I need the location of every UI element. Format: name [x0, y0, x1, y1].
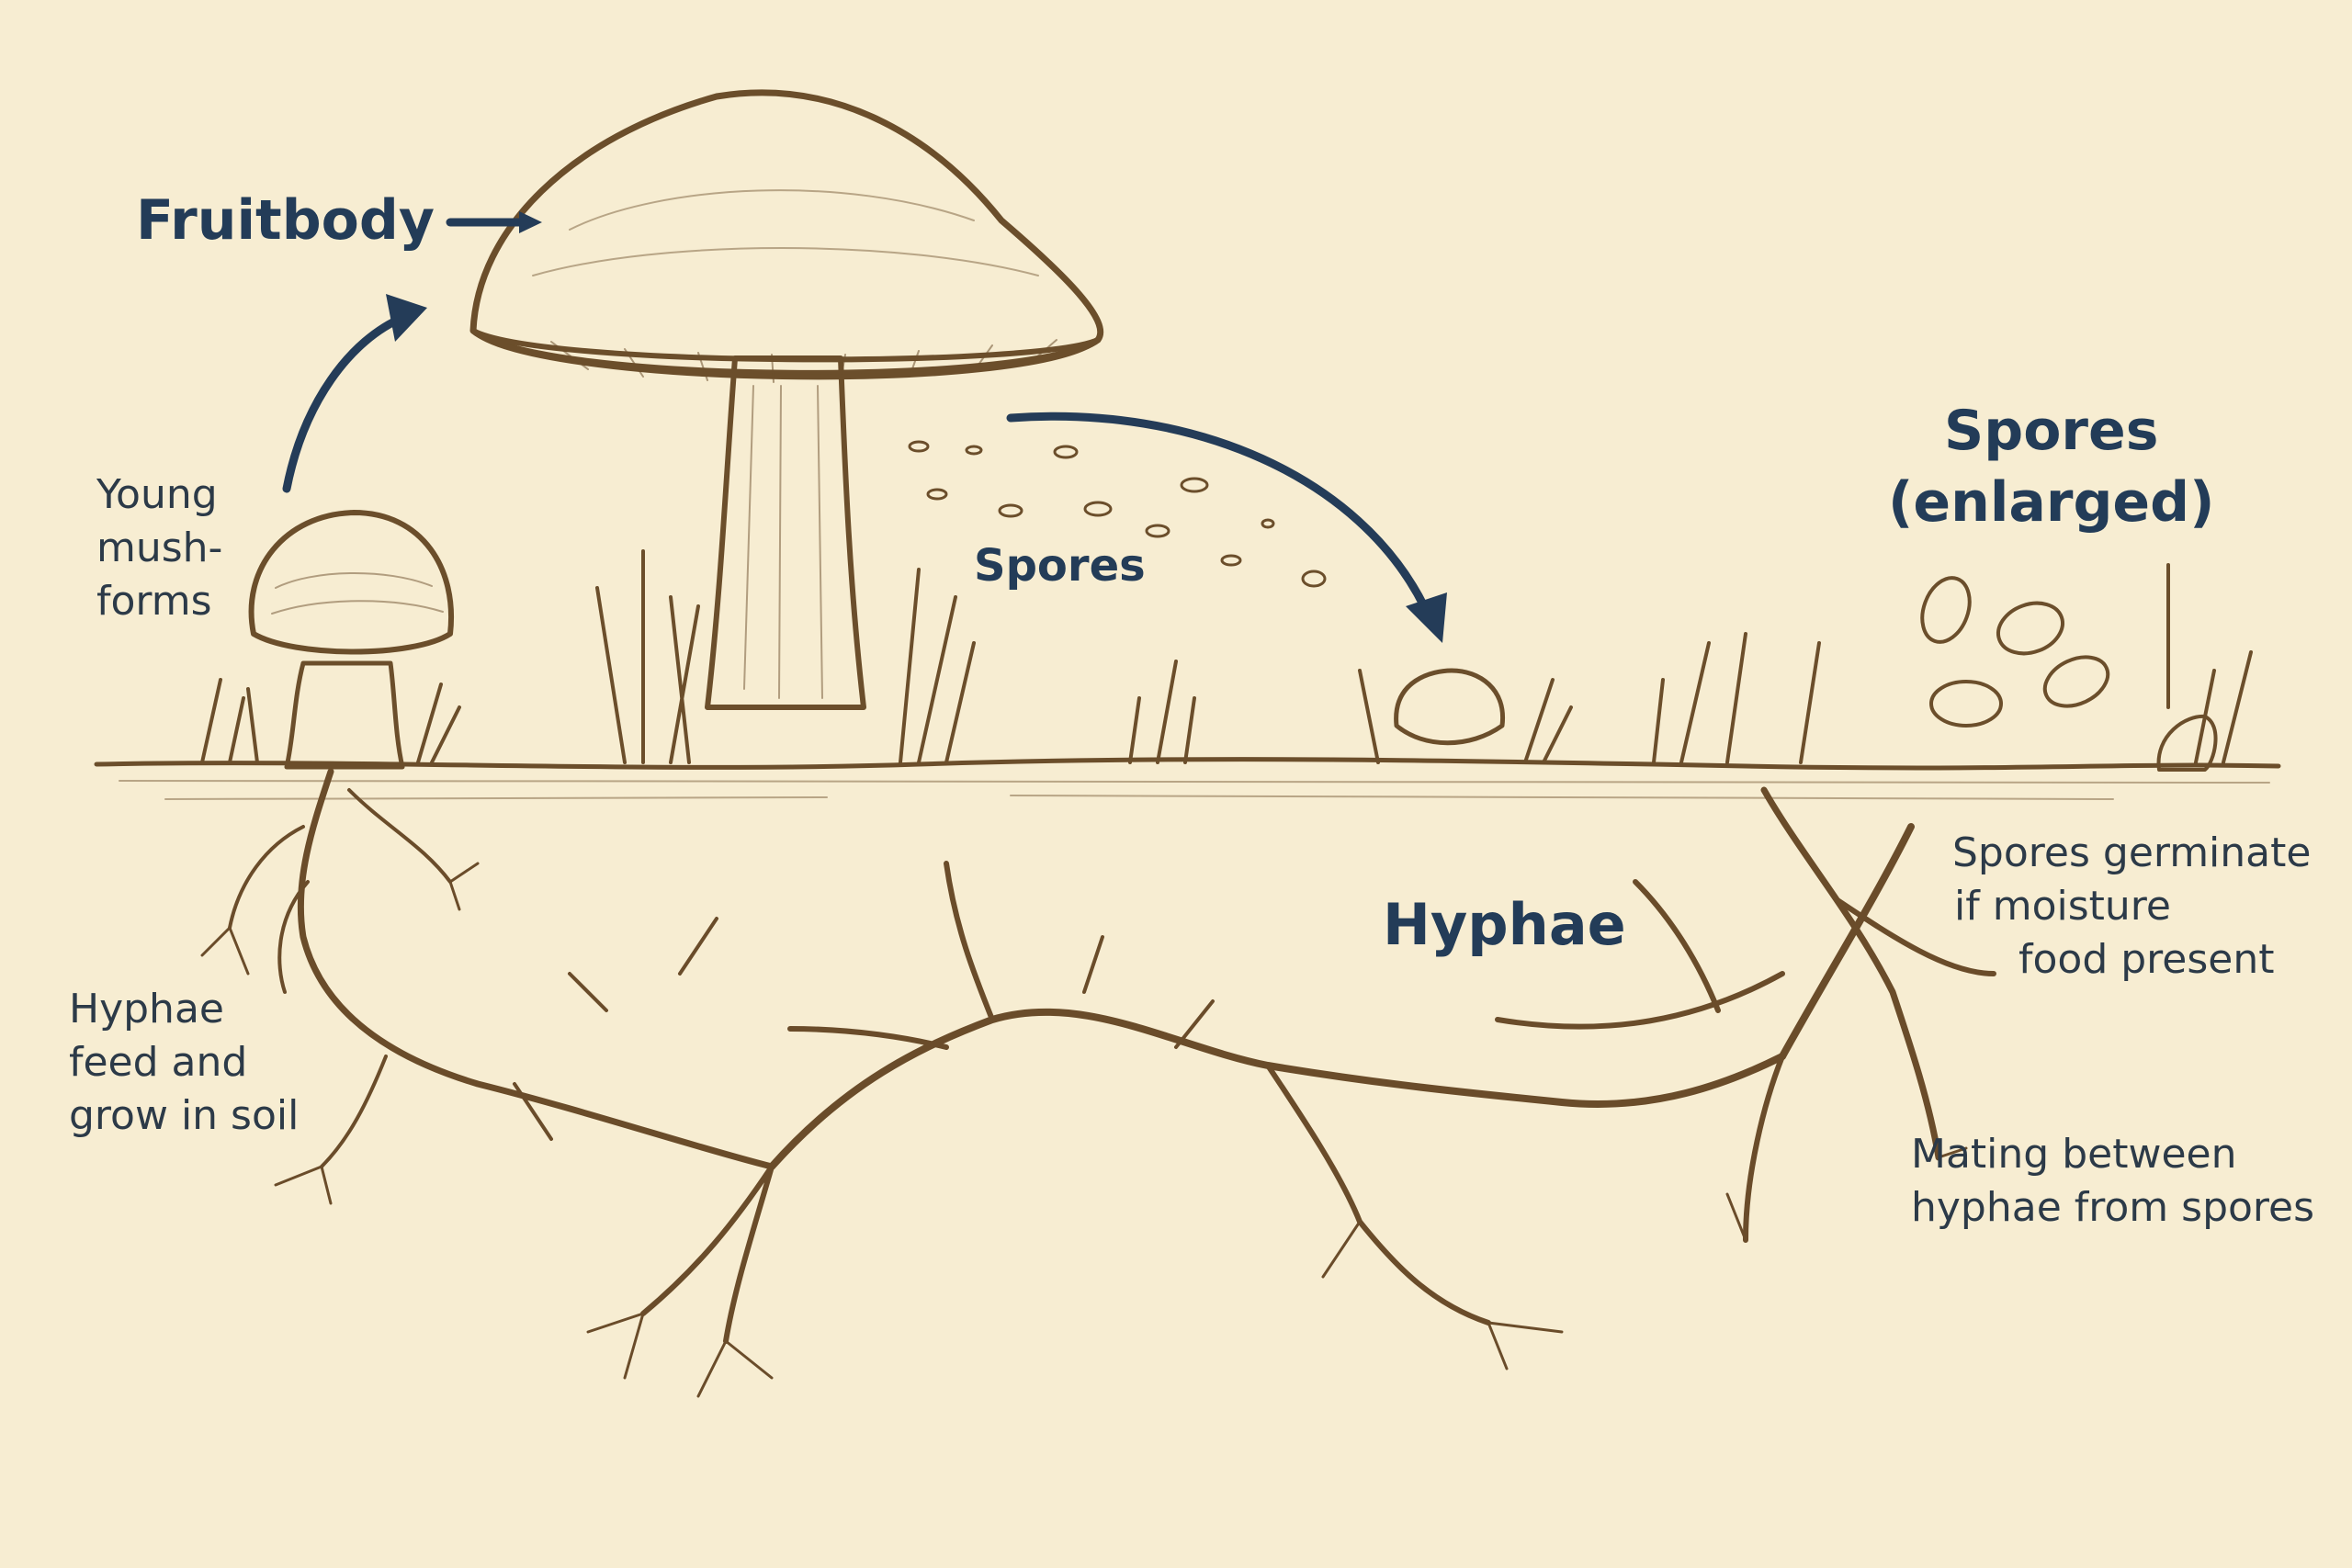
arrow-fruitbody-label: [446, 211, 542, 233]
germinate-line-1: Spores germinate: [1952, 829, 2312, 876]
fruitbody-label: Fruitbody: [136, 188, 435, 253]
germinate-line-2: if moisture: [1954, 883, 2171, 930]
hyphae-feed-line-1: Hyphae: [69, 986, 224, 1032]
hyphae-feed-note: Hyphae feed and grow in soil: [69, 983, 299, 1143]
spores-enlarged-line-1: Spores: [1944, 399, 2159, 463]
hyphae-label: Hyphae: [1383, 891, 1626, 958]
spores-falling-label: Spores: [974, 540, 1146, 592]
young-mushroom-note: Young mush- forms: [96, 468, 222, 628]
enlarged-spores: [1920, 576, 2218, 772]
soil-texture: [119, 780, 2270, 800]
hyphae-feed-line-3: grow in soil: [69, 1092, 300, 1139]
grass: [200, 549, 2253, 764]
hyphae-network: [200, 768, 1996, 1398]
mating-line-1: Mating between: [1911, 1131, 2237, 1178]
falling-spores: [908, 440, 1327, 588]
fruitbody-mushroom: [469, 89, 1104, 710]
small-mushroom: [1394, 668, 1506, 746]
spores-enlarged-line-2: (enlarged): [1888, 470, 2215, 535]
mating-note: Mating between hyphae from spores: [1911, 1128, 2314, 1235]
hyphae-feed-line-2: feed and: [69, 1039, 248, 1086]
young-line-3: forms: [96, 578, 212, 625]
young-line-1: Young: [96, 471, 218, 518]
arrow-spores-falling: [1006, 412, 1447, 643]
germinate-line-3: food present: [2018, 936, 2275, 983]
spores-enlarged-label: Spores (enlarged): [1888, 395, 2215, 538]
mating-line-2: hyphae from spores: [1911, 1184, 2315, 1231]
arrow-young-to-fruitbody: [282, 294, 427, 493]
soil-surface-line: [94, 757, 2281, 771]
young-line-2: mush-: [96, 525, 223, 571]
young-mushroom: [248, 510, 454, 770]
germinate-note: Spores germinate if moisture food presen…: [1952, 827, 2311, 987]
